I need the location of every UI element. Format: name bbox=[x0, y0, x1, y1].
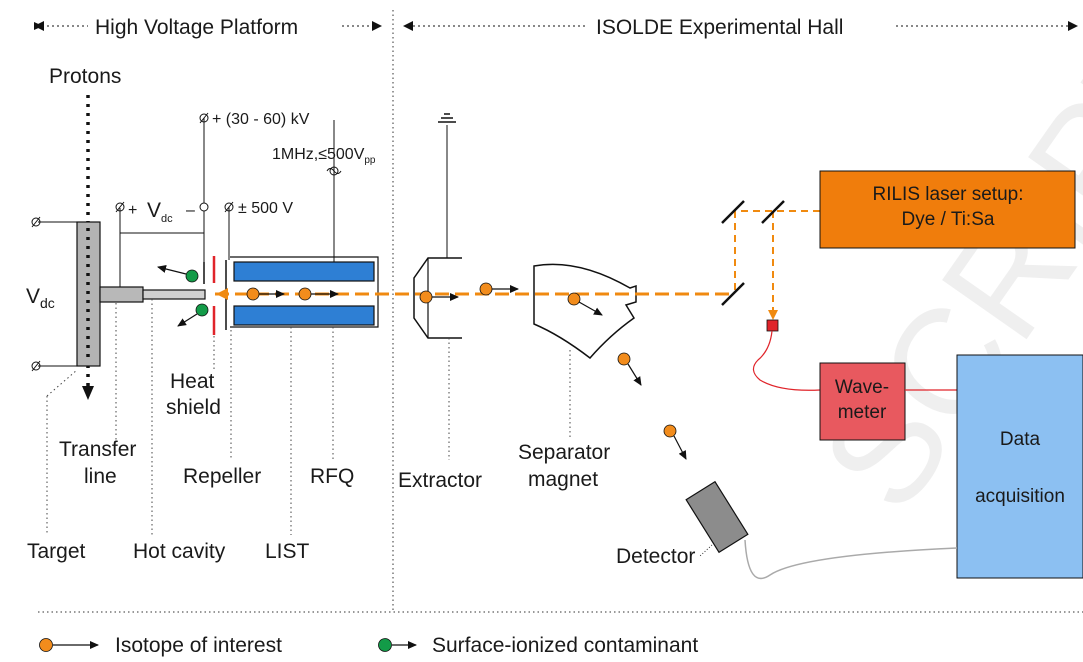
vdc-left-label: Vdc bbox=[26, 285, 55, 311]
region-header: High Voltage Platform ISOLDE Experimenta… bbox=[34, 10, 1083, 613]
experimental-hall-label: ISOLDE Experimental Hall bbox=[596, 16, 843, 39]
detector bbox=[685, 480, 958, 580]
extractor-label: Extractor bbox=[398, 469, 482, 492]
transfer-line-label-1: Transfer bbox=[59, 438, 136, 461]
mirror-lower bbox=[721, 282, 745, 306]
rfq-rod-upper bbox=[233, 261, 375, 282]
rilis-line1: RILIS laser setup: bbox=[872, 184, 1023, 205]
legend-isotope-label: Isotope of interest bbox=[115, 634, 282, 657]
rf-supply-label: 1MHz,≤500Vpp bbox=[272, 146, 376, 166]
arrow-down-icon bbox=[82, 386, 94, 400]
isotope-ion bbox=[567, 292, 603, 316]
terminal-icon bbox=[224, 201, 234, 213]
rfq: 1MHz,≤500Vpp bbox=[230, 120, 379, 328]
repeller-label: Repeller bbox=[183, 465, 261, 488]
separator-magnet bbox=[533, 263, 637, 360]
extractor bbox=[413, 113, 462, 339]
arrow-right-icon bbox=[372, 21, 382, 31]
component-labels: Heat shield Transfer line Repeller RFQ E… bbox=[27, 370, 695, 568]
rfq-housing bbox=[230, 256, 379, 328]
isotope-ions bbox=[246, 282, 687, 460]
arrow-left-icon bbox=[216, 288, 228, 300]
vdc-minus: – bbox=[186, 202, 195, 219]
isotope-ion bbox=[298, 287, 339, 301]
fiber-to-wavemeter bbox=[752, 330, 821, 391]
isotope-ion bbox=[663, 424, 687, 460]
ground-icon bbox=[438, 113, 456, 123]
transfer-line-label-2: line bbox=[84, 465, 117, 488]
mirror-upper-right bbox=[761, 200, 785, 224]
arrow-right-icon bbox=[1068, 21, 1078, 31]
target: Vdc bbox=[26, 216, 101, 372]
transfer-line-assembly: + Vdc – + (30 - 60) kV bbox=[99, 111, 310, 303]
isotope-ion bbox=[617, 352, 642, 386]
contaminant-ion bbox=[177, 303, 209, 327]
target-label: Target bbox=[27, 540, 86, 563]
detector-cable bbox=[744, 539, 958, 580]
list-label: LIST bbox=[265, 540, 310, 563]
mirror-upper-left bbox=[721, 200, 745, 224]
vdc-plus: + bbox=[128, 202, 137, 219]
hot-cavity bbox=[142, 289, 206, 300]
hv-platform-label: High Voltage Platform bbox=[95, 16, 298, 39]
orange-dot-icon bbox=[39, 638, 53, 652]
daq-line2: acquisition bbox=[975, 486, 1065, 507]
terminal-icon bbox=[31, 216, 41, 228]
green-dot-icon bbox=[378, 638, 392, 652]
heat-shield-label-2: shield bbox=[166, 396, 221, 419]
rf-source-icon bbox=[326, 166, 342, 176]
isotope-ion bbox=[479, 282, 519, 296]
terminal-icon bbox=[199, 112, 209, 124]
repeller-supply-label: ± 500 V bbox=[238, 200, 293, 217]
wavemeter-line2: meter bbox=[838, 402, 887, 423]
daq-line1: Data bbox=[1000, 429, 1041, 450]
rilis-laser-box: RILIS laser setup: Dye / Ti:Sa bbox=[819, 170, 1076, 249]
hot-cavity-label: Hot cavity bbox=[133, 540, 226, 563]
vdc-bias-label: Vdc bbox=[147, 199, 173, 225]
legend-contaminant-label: Surface-ionized contaminant bbox=[432, 634, 698, 657]
legend-isotope: Isotope of interest bbox=[39, 634, 282, 657]
isotope-ion bbox=[246, 287, 285, 301]
contaminant-ion bbox=[157, 265, 199, 283]
detector-label: Detector bbox=[616, 545, 695, 568]
separator-label-1: Separator bbox=[518, 441, 610, 464]
legend-contaminant: Surface-ionized contaminant bbox=[378, 634, 698, 657]
daq-box: Data acquisition bbox=[956, 354, 1083, 579]
terminal-icon bbox=[115, 201, 125, 213]
wavemeter-line1: Wave- bbox=[835, 377, 889, 398]
isotope-ion bbox=[419, 290, 459, 304]
wavemeter-box: Wave- meter bbox=[819, 362, 957, 441]
leader-lines bbox=[46, 299, 571, 535]
rilis-line2: Dye / Ti:Sa bbox=[902, 209, 995, 230]
junction-icon bbox=[199, 202, 209, 212]
separator-label-2: magnet bbox=[528, 468, 598, 491]
laser-path bbox=[721, 200, 821, 391]
arrow-left-icon bbox=[403, 21, 413, 31]
transfer-line bbox=[99, 286, 144, 303]
arrow-left-icon bbox=[34, 21, 44, 31]
hv-supply-label: + (30 - 60) kV bbox=[212, 111, 310, 128]
legend: Isotope of interest Surface-ionized cont… bbox=[39, 634, 698, 657]
ion-beam bbox=[215, 288, 735, 300]
terminal-icon bbox=[31, 360, 41, 372]
fiber-coupler bbox=[766, 319, 779, 332]
rfq-label: RFQ bbox=[310, 465, 354, 488]
rfq-rod-lower bbox=[233, 305, 375, 326]
arrow-down-icon bbox=[768, 310, 778, 320]
contaminant-ions bbox=[157, 265, 209, 327]
protons-label: Protons bbox=[49, 65, 121, 88]
heat-shield-label-1: Heat bbox=[170, 370, 215, 393]
